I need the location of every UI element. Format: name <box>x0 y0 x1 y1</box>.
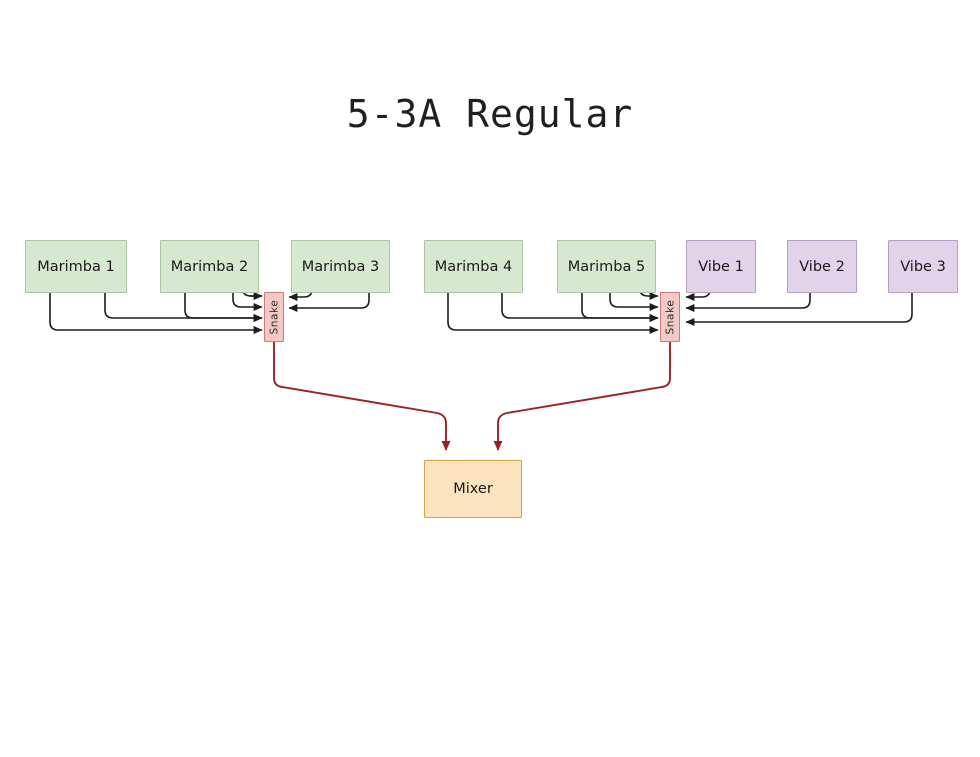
node-marimba-5[interactable]: Marimba 5 <box>557 240 656 293</box>
wire-vibe3-to-snake-right <box>685 292 913 326</box>
node-marimba-1[interactable]: Marimba 1 <box>25 240 127 293</box>
node-marimba-4[interactable]: Marimba 4 <box>424 240 523 293</box>
node-label: Marimba 1 <box>37 258 115 275</box>
node-vibe-3[interactable]: Vibe 3 <box>888 240 958 293</box>
node-mixer[interactable]: Mixer <box>424 460 522 518</box>
node-label: Vibe 3 <box>900 258 946 275</box>
node-label: Marimba 2 <box>170 258 249 275</box>
page-title: 5-3A Regular <box>346 92 634 136</box>
node-vibe-1[interactable]: Vibe 1 <box>686 240 756 293</box>
node-marimba-3[interactable]: Marimba 3 <box>291 240 390 293</box>
wire-snake-right-to-mixer <box>493 342 671 451</box>
wire-marimba1-to-snake-left <box>49 292 263 334</box>
wire-marimba4-to-snake-right <box>447 292 659 334</box>
node-label: Snake <box>664 299 677 335</box>
wire-vibe2-to-snake-right <box>685 292 811 312</box>
node-label: Marimba 5 <box>567 258 646 275</box>
node-label: Marimba 3 <box>301 258 380 275</box>
wire-snake-left-to-mixer <box>273 342 451 451</box>
node-label: Vibe 2 <box>799 258 845 275</box>
node-label: Snake <box>268 299 281 335</box>
node-label: Mixer <box>453 481 493 497</box>
node-label: Marimba 4 <box>434 258 513 275</box>
node-snake-left[interactable]: Snake <box>264 292 284 342</box>
node-snake-right[interactable]: Snake <box>660 292 680 342</box>
node-vibe-2[interactable]: Vibe 2 <box>787 240 857 293</box>
wire-marimba5-to-snake-right <box>581 288 659 322</box>
node-marimba-2[interactable]: Marimba 2 <box>160 240 259 293</box>
node-label: Vibe 1 <box>698 258 744 275</box>
